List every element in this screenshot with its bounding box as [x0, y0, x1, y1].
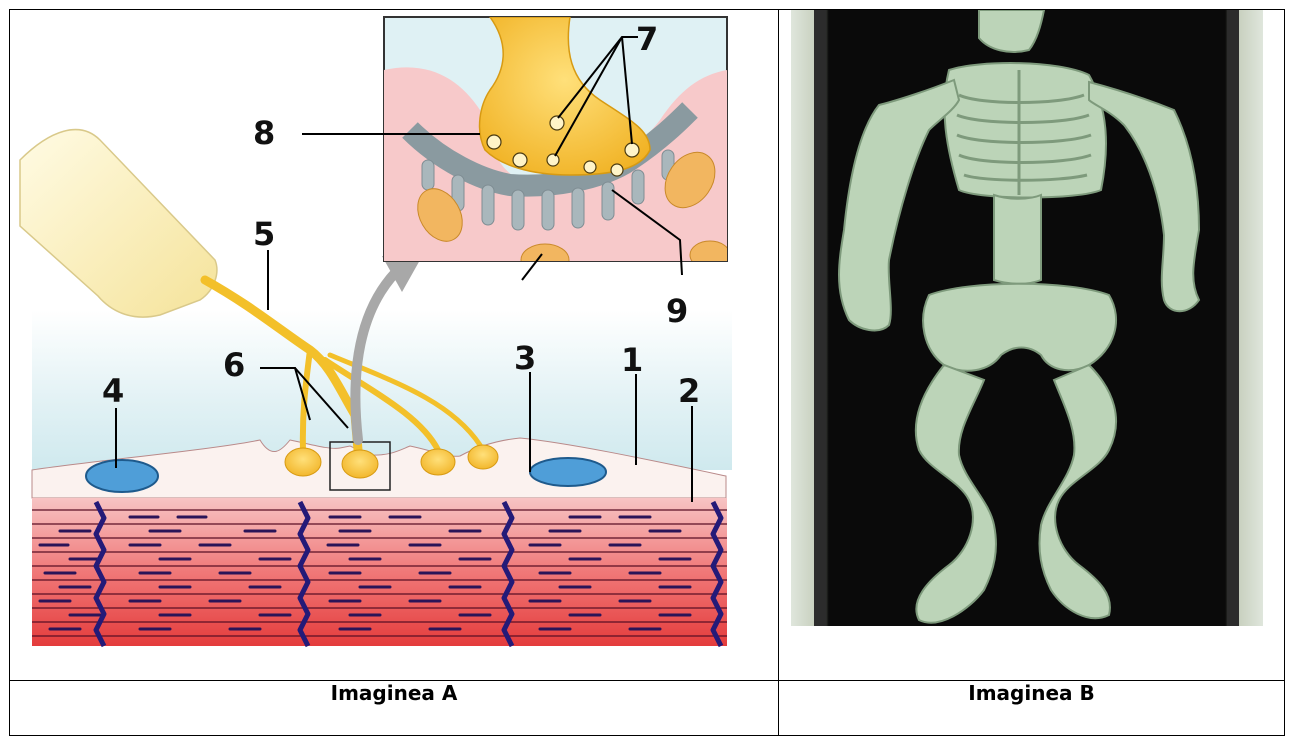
- nucleus-right: [530, 458, 606, 486]
- skeleton-specimen-photo: [779, 10, 1285, 680]
- figure-a-cell: 1 2 3 4 5 6 7 8 9: [10, 10, 779, 681]
- label-9: 9: [666, 292, 688, 330]
- figure-table: 1 2 3 4 5 6 7 8 9: [9, 9, 1285, 736]
- label-4: 4: [102, 372, 124, 410]
- myelin-sheath: [20, 130, 217, 317]
- synapse-inset: [302, 17, 730, 280]
- caption-b: Imaginea B: [779, 681, 1285, 736]
- caption-a: Imaginea A: [10, 681, 779, 736]
- label-1: 1: [621, 341, 643, 379]
- label-8: 8: [253, 114, 275, 152]
- figure-b-cell: [779, 10, 1285, 681]
- label-5: 5: [253, 215, 275, 253]
- label-6: 6: [223, 346, 245, 384]
- label-3: 3: [514, 339, 536, 377]
- label-7: 7: [636, 20, 658, 58]
- nucleus-4: [86, 460, 158, 492]
- label-2: 2: [678, 372, 700, 410]
- muscle-fiber: [32, 498, 727, 646]
- neuromuscular-junction-illustration: 1 2 3 4 5 6 7 8 9: [10, 10, 778, 680]
